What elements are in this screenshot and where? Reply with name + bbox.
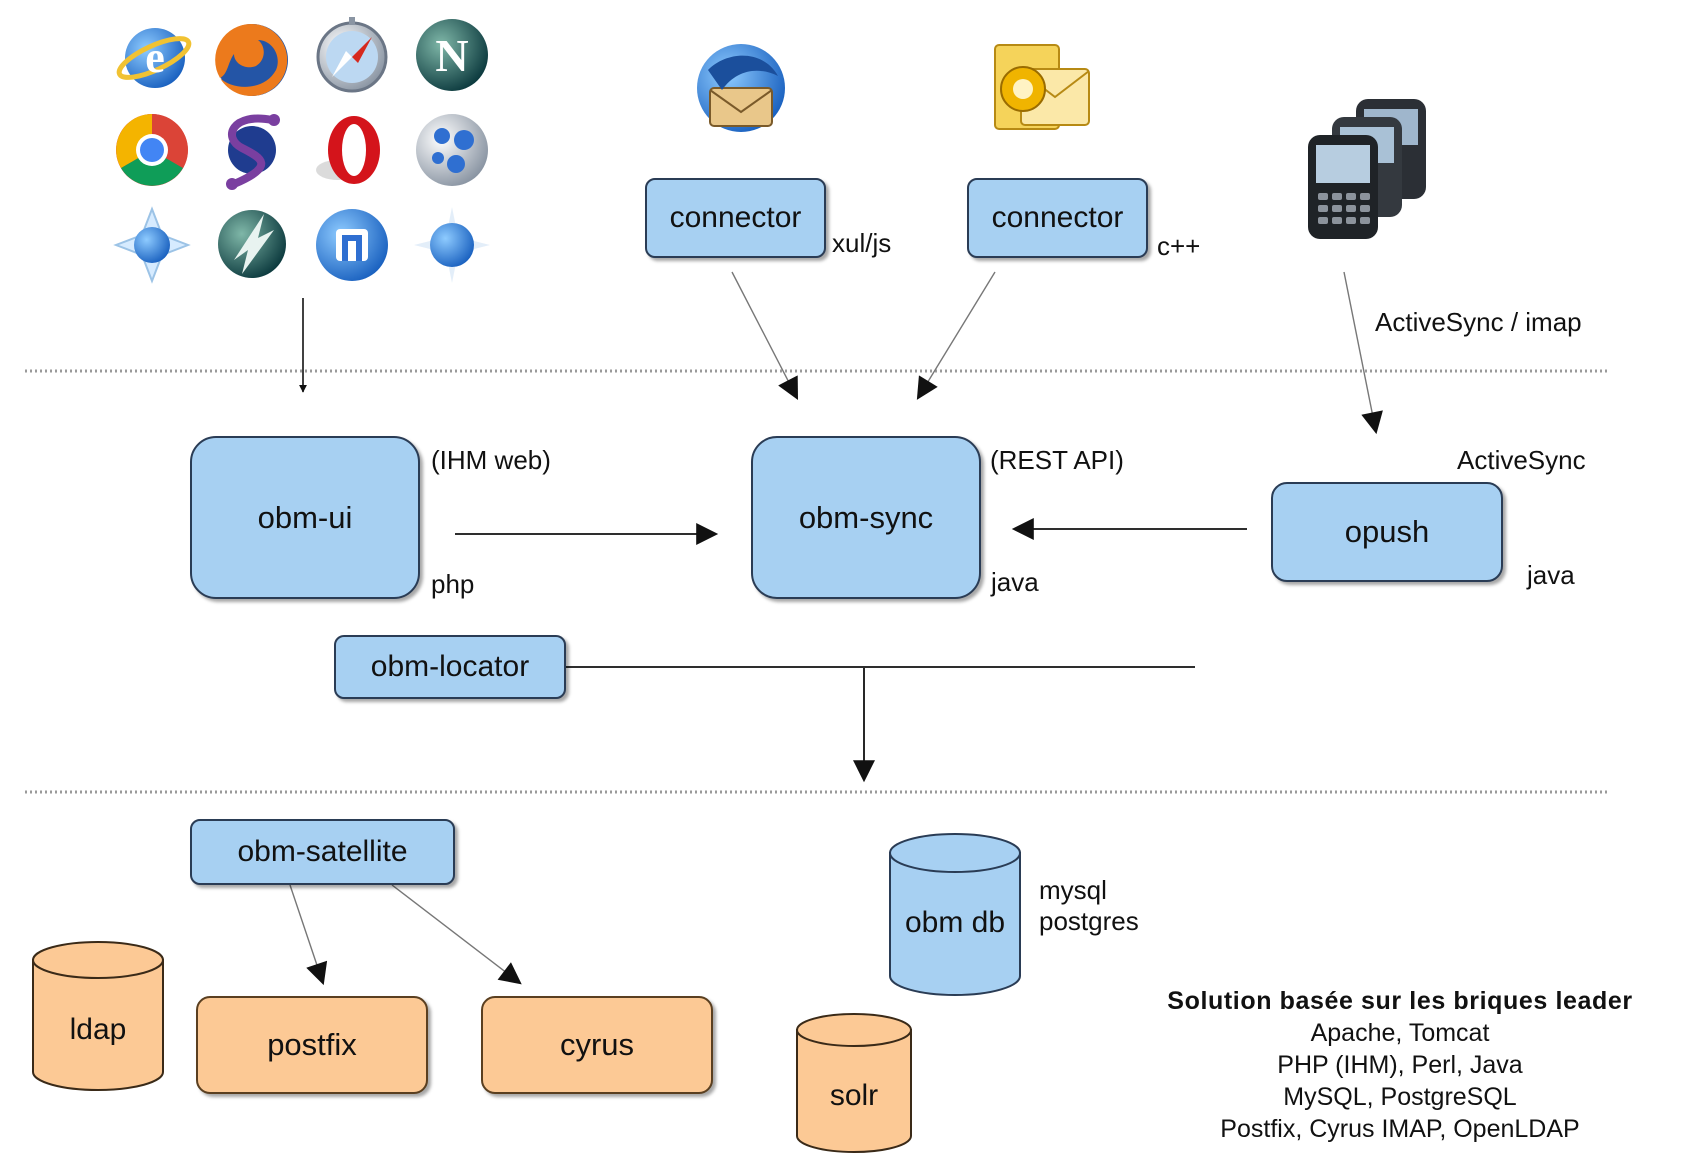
postgres-label: postgres xyxy=(1039,906,1139,936)
flock-icon xyxy=(218,210,286,278)
internet-explorer-icon: e xyxy=(116,28,192,88)
note-line: MySQL, PostgreSQL xyxy=(1283,1083,1517,1111)
outlook-icon xyxy=(994,44,1090,130)
arrow-connector-cpp-to-sync xyxy=(916,271,996,400)
java-opush-label: java xyxy=(1527,560,1575,590)
opera-icon xyxy=(316,116,380,184)
rest-api-label: (REST API) xyxy=(990,445,1124,475)
arrow-satellite-to-postfix xyxy=(289,884,328,986)
ihm-web-label: (IHM web) xyxy=(431,445,551,475)
obm-locator-box: obm-locator xyxy=(334,635,566,699)
ldap-cylinder xyxy=(32,941,164,1091)
obm-db-cylinder xyxy=(889,833,1021,996)
camino-icon xyxy=(414,207,490,283)
leader-bricks-note: Solution basée sur les briques leader Ap… xyxy=(1140,985,1660,1145)
note-line: Postfix, Cyrus IMAP, OpenLDAP xyxy=(1220,1115,1580,1143)
konqueror-icon xyxy=(113,206,191,284)
cyrus-box: cyrus xyxy=(481,996,713,1094)
opush-box: opush xyxy=(1271,482,1503,582)
java-sync-label: java xyxy=(991,567,1039,597)
activesync-label: ActiveSync xyxy=(1457,445,1586,475)
obm-ui-box: obm-ui xyxy=(190,436,420,599)
ldap-label: ldap xyxy=(69,1013,127,1046)
solr-cylinder xyxy=(796,1013,912,1153)
obm-db-label: obm db xyxy=(904,906,1006,939)
blackberry-phones-icon xyxy=(1308,99,1426,239)
note-line: Apache, Tomcat xyxy=(1310,1019,1490,1047)
activesync-imap-label: ActiveSync / imap xyxy=(1375,307,1582,337)
maxthon-icon xyxy=(316,209,388,281)
safari-icon xyxy=(316,17,388,93)
solr-label: solr xyxy=(829,1079,879,1112)
note-line: PHP (IHM), Perl, Java xyxy=(1277,1051,1523,1079)
firefox-icon xyxy=(215,23,288,96)
arrow-connector-xul-to-sync xyxy=(731,271,799,400)
thunderbird-icon xyxy=(697,44,785,132)
connector-thunderbird-box: connector xyxy=(645,178,826,258)
svg-text:e: e xyxy=(145,33,165,82)
arrow-phones-to-opush xyxy=(1343,271,1383,435)
obm-sync-box: obm-sync xyxy=(751,436,981,599)
mysql-label: mysql xyxy=(1039,875,1107,905)
svg-text:N: N xyxy=(435,30,468,81)
connector-outlook-box: connector xyxy=(967,178,1148,258)
netscape-icon: N xyxy=(416,19,488,91)
obm-satellite-box: obm-satellite xyxy=(190,819,455,885)
php-label: php xyxy=(431,569,475,599)
postfix-box: postfix xyxy=(196,996,428,1094)
arrow-satellite-to-cyrus xyxy=(391,884,522,985)
xul-js-label: xul/js xyxy=(832,228,892,258)
note-heading: Solution basée sur les briques leader xyxy=(1167,987,1633,1015)
cpp-label: c++ xyxy=(1157,231,1201,261)
epiphany-icon xyxy=(416,114,488,186)
chrome-icon xyxy=(116,114,188,186)
seamonkey-icon xyxy=(226,114,280,190)
